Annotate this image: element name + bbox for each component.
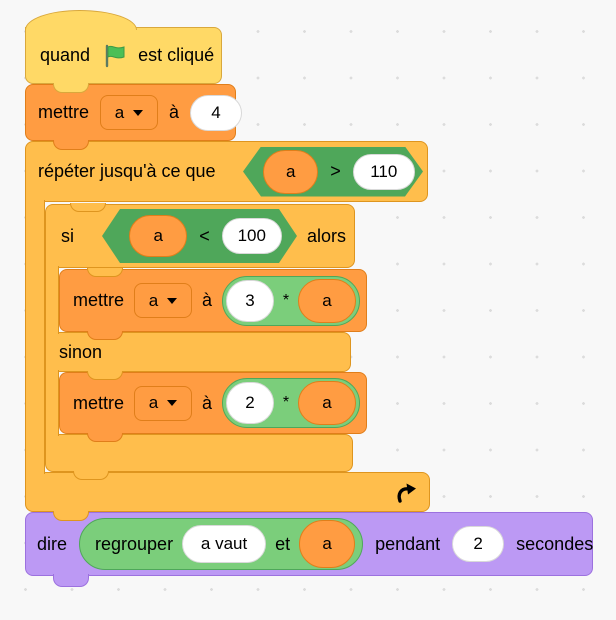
variable-dropdown-value: a [148, 393, 159, 412]
green-flag-icon [105, 44, 125, 67]
multiply-symbol: * [282, 291, 290, 309]
if-footer-bottom-tab [73, 471, 109, 480]
hat-block-dome[interactable] [25, 10, 137, 30]
greater-than-operator: > [330, 161, 341, 181]
repeat-mouth-tab [70, 203, 106, 212]
set-variable-block-initial[interactable]: mettre a à 4 [25, 84, 243, 141]
join-label: regrouper [95, 533, 174, 554]
set3-bottom-tab [87, 433, 123, 442]
variable-a-reporter[interactable]: a [129, 215, 187, 257]
variable-a-reporter[interactable]: a [298, 381, 357, 425]
repeat-until-block-header[interactable]: répéter jusqu'à ce que a > 110 [25, 141, 428, 202]
set2-bottom-tab [87, 331, 123, 340]
variable-dropdown-value: a [148, 290, 159, 310]
multiply-operator-block[interactable]: 2 * a [222, 378, 361, 428]
seconds-value-input[interactable]: 2 [452, 526, 505, 562]
join-text-input[interactable]: a vaut [182, 525, 267, 563]
repeat-until-block-footer[interactable] [25, 472, 430, 512]
dropdown-caret-icon [167, 297, 178, 304]
variable-dropdown[interactable]: a [134, 385, 193, 421]
dropdown-caret-icon [167, 400, 178, 406]
multiply-operator-block[interactable]: 3 * a [222, 275, 361, 326]
if-else-left-arm-top[interactable] [45, 266, 59, 334]
repeat-until-left-arm[interactable] [25, 200, 45, 474]
repeat-until-label: répéter jusqu'à ce que [38, 161, 216, 181]
set-variable-block-times3[interactable]: mettre a à 3 * a [59, 269, 367, 332]
set-label: mettre [73, 392, 125, 413]
multiply-left-input[interactable]: 2 [226, 382, 275, 424]
set-variable-block-times2[interactable]: mettre a à 2 * a [59, 372, 367, 434]
if-condition-value-input[interactable]: 100 [222, 218, 282, 254]
if-label: si [61, 225, 74, 246]
hat-bottom-tab [53, 83, 89, 93]
set-label: mettre [38, 102, 90, 122]
variable-dropdown[interactable]: a [134, 283, 193, 318]
for-label: pendant [375, 533, 441, 554]
if-mouth-tab [87, 268, 123, 277]
repeat-condition-boolean[interactable]: a > 110 [243, 147, 423, 197]
else-label: sinon [59, 341, 103, 362]
say-bottom-tab [53, 574, 89, 587]
variable-dropdown-value: a [114, 102, 125, 122]
variable-a-reporter[interactable]: a [298, 278, 357, 323]
say-for-seconds-block[interactable]: dire regrouper a vaut et a pendant 2 sec… [25, 512, 593, 576]
if-else-left-arm-bottom[interactable] [45, 370, 59, 436]
variable-a-reporter[interactable]: a [263, 150, 318, 194]
loop-repeat-arrow-icon [397, 483, 416, 503]
set-label: mettre [73, 290, 125, 310]
repeat-condition-value-input[interactable]: 110 [353, 154, 415, 190]
set1-bottom-tab [53, 140, 89, 150]
if-else-block-header[interactable]: si a < 100 alors [45, 204, 355, 268]
when-label: quand [40, 45, 91, 65]
else-mouth-tab [87, 371, 123, 380]
to-label: à [169, 102, 180, 122]
variable-a-reporter[interactable]: a [299, 520, 356, 568]
less-than-operator: < [199, 225, 210, 246]
join-operator-block[interactable]: regrouper a vaut et a [79, 518, 364, 570]
if-condition-boolean[interactable]: a < 100 [102, 209, 297, 263]
then-label: alors [306, 225, 346, 246]
clicked-label: est cliqué [138, 45, 215, 65]
seconds-label: secondes [516, 533, 594, 554]
set-value-input[interactable]: 4 [190, 94, 243, 131]
multiply-left-input[interactable]: 3 [226, 279, 275, 322]
when-flag-clicked-block[interactable]: quand est cliqué [25, 27, 222, 84]
to-label: à [202, 290, 213, 310]
dropdown-caret-icon [133, 109, 144, 116]
and-label: et [275, 533, 291, 554]
repeat-footer-bottom-tab [53, 511, 89, 521]
to-label: à [202, 392, 213, 413]
variable-dropdown[interactable]: a [100, 95, 159, 130]
say-label: dire [37, 533, 68, 554]
multiply-symbol: * [282, 394, 290, 411]
